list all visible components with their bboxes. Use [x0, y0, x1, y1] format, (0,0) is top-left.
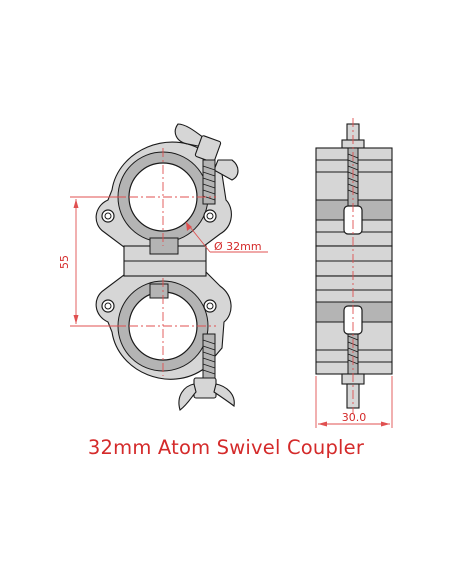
diameter-label: Ø 32mm — [214, 240, 262, 253]
right-upper-rivet-inner — [206, 212, 214, 220]
left-upper-rivet — [101, 209, 115, 223]
diagram-title: 32mm Atom Swivel Coupler — [87, 436, 365, 459]
right-upper-rivet — [203, 209, 217, 223]
side-upper-threads — [347, 153, 359, 195]
side-view — [315, 118, 393, 428]
center-distance-label: 55 — [58, 255, 71, 269]
upper-latch-block — [149, 237, 179, 255]
bottom-wing-nut — [178, 333, 235, 411]
diameter-leader — [185, 221, 268, 253]
right-lower-rivet — [203, 299, 217, 313]
top-wing-nut — [174, 123, 239, 205]
width-dimension — [315, 376, 393, 428]
left-lower-rivet-inner — [104, 302, 112, 310]
center-distance-dimension — [70, 196, 124, 327]
width-label: 30.0 — [342, 411, 367, 424]
lower-latch-block — [149, 283, 169, 299]
left-lower-rivet — [101, 299, 115, 313]
right-lower-rivet-inner — [206, 302, 214, 310]
left-upper-rivet-inner — [104, 212, 112, 220]
front-view — [70, 123, 268, 411]
